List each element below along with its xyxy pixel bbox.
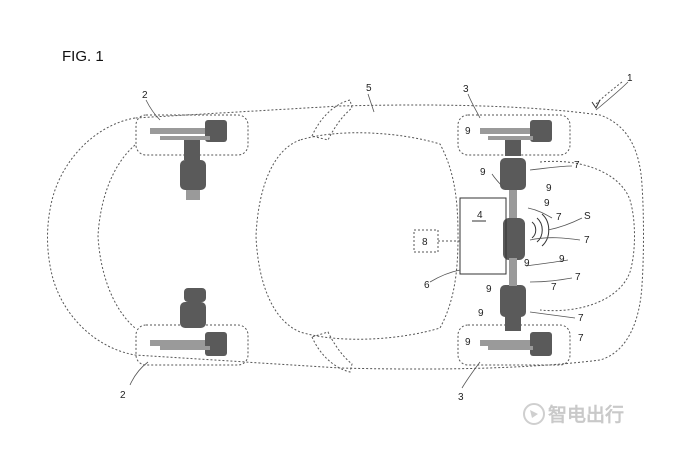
arrow-1-icon (595, 81, 623, 105)
label-1: 1 (627, 73, 633, 84)
label-7-f: 7 (578, 313, 584, 324)
label-s: S (584, 211, 591, 222)
label-9-e: 9 (559, 254, 565, 265)
label-7-g: 7 (578, 333, 584, 344)
label-7-c: 7 (584, 235, 590, 246)
watermark-logo-icon (523, 403, 545, 425)
label-5: 5 (366, 83, 372, 94)
figure-title: FIG. 1 (62, 48, 104, 65)
rear-axle-top-mechanism (480, 120, 552, 190)
car-body-outline (47, 104, 644, 370)
label-9-a: 9 (465, 126, 471, 137)
mirror-bottom (311, 331, 353, 373)
label-7-b: 7 (556, 212, 562, 223)
front-axle-bottom-mechanism (150, 288, 227, 356)
label-8: 8 (422, 237, 428, 248)
label-7-a: 7 (574, 160, 580, 171)
label-3-bottom: 3 (458, 392, 464, 403)
label-6: 6 (424, 280, 430, 291)
cabin-outline (255, 132, 459, 340)
label-7-d: 7 (575, 272, 581, 283)
unit-8-box (413, 229, 439, 253)
watermark-text: 智电出行 (548, 403, 624, 426)
label-9-b: 9 (480, 167, 486, 178)
label-3-top: 3 (463, 84, 469, 95)
label-9-h: 9 (465, 337, 471, 348)
label-7-e: 7 (551, 282, 557, 293)
label-9-i: 9 (524, 258, 530, 269)
front-axle-top-mechanism (150, 120, 227, 200)
label-2-top: 2 (142, 90, 148, 101)
signal-waves-icon (531, 213, 550, 247)
label-9-c: 9 (546, 183, 552, 194)
label-4: 4 (477, 210, 483, 221)
watermark: 智电出行 (523, 403, 624, 426)
rear-driveline (503, 190, 525, 286)
label-9-g: 9 (478, 308, 484, 319)
label-2-bottom: 2 (120, 390, 126, 401)
leader-lines (129, 81, 629, 389)
rear-bay-outline (539, 160, 635, 312)
label-9-d: 9 (544, 198, 550, 209)
arrow-head-1 (591, 99, 601, 109)
label-9-f: 9 (486, 284, 492, 295)
rear-axle-bottom-mechanism (480, 285, 552, 356)
unit-4-box (459, 197, 507, 275)
hood-line (97, 144, 136, 329)
